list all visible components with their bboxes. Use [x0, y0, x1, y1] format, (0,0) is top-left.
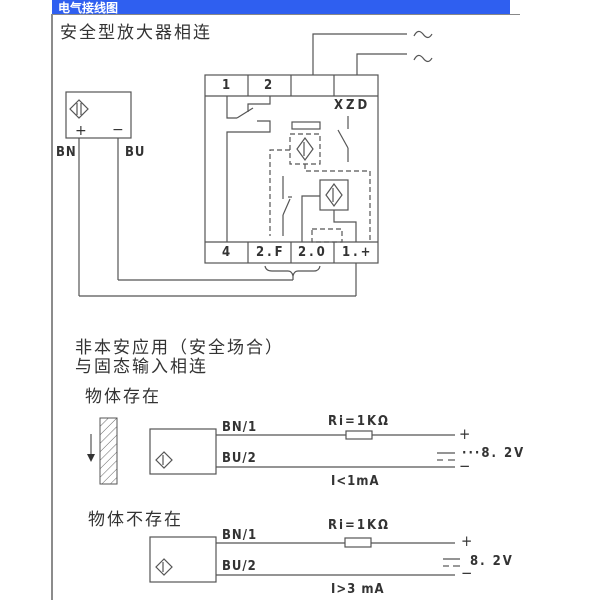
indicator-label: XZD: [334, 98, 371, 113]
absent-plus: +: [461, 532, 474, 550]
sensor-icon-amp-top: [296, 136, 314, 162]
relay-line-2: [247, 96, 271, 112]
sensor-minus-label: −: [112, 122, 124, 138]
section-nonsafe-heading-1: 非本安应用（安全场合）: [75, 338, 284, 358]
ac-symbol-2: [413, 54, 433, 63]
resistor-absent: [344, 537, 372, 548]
arrow-down-icon: [87, 434, 95, 462]
supply-wire-2: [356, 53, 407, 75]
window-title: 电气接线图: [58, 1, 119, 15]
terminal-bottom-20: 2.0: [298, 245, 328, 260]
absent-resistor-label: Ri=1KΩ: [328, 518, 390, 533]
window-titlebar: 电气接线图: [52, 0, 510, 15]
sensor-present-icon: [155, 451, 173, 469]
wire-bn-label: BN: [56, 145, 77, 160]
present-wire1-label: BN/1: [222, 420, 258, 435]
relay-switch: [236, 107, 254, 119]
present-current: I<1mA: [331, 474, 380, 489]
present-voltage: ···8. 2V: [462, 446, 526, 461]
relay-line-1: [226, 96, 237, 119]
sensor-absent-body: [149, 536, 217, 583]
wire-bu-label: BU: [125, 145, 146, 160]
present-plus: +: [459, 425, 472, 443]
target-object-hatched: [99, 417, 118, 485]
relay-line-3: [226, 120, 271, 242]
titlebar-edge: [510, 14, 520, 15]
terminal-bottom-4: 4: [222, 245, 232, 260]
relay-coil: [291, 121, 321, 130]
ac-symbol-1: [413, 30, 433, 39]
terminal-top-2: 2: [264, 78, 274, 93]
sensor-top: [65, 91, 132, 139]
terminal-bottom-1plus: 1.+: [342, 245, 374, 260]
inductive-sensor-icon: [69, 99, 89, 119]
present-minus: −: [459, 457, 472, 475]
amplifier-box: [204, 74, 379, 264]
present-heading: 物体存在: [85, 387, 161, 407]
supply-wire-1: [312, 33, 407, 75]
section-nonsafe-heading-2: 与固态输入相连: [75, 357, 208, 377]
sensor-absent-icon: [155, 558, 173, 576]
absent-current: I>3 mA: [331, 582, 385, 597]
absent-wire2-label: BU/2: [222, 559, 257, 574]
absent-wire1-label: BN/1: [222, 528, 258, 543]
terminal-bracket: [264, 265, 321, 277]
sensor-plus-label: +: [75, 123, 87, 139]
absent-voltage: 8. 2V: [470, 554, 514, 569]
sensor-present-body: [149, 428, 217, 475]
absent-minus: −: [461, 564, 474, 582]
section-safe-heading: 安全型放大器相连: [60, 23, 212, 43]
absent-heading: 物体不存在: [88, 510, 183, 530]
resistor-present: [345, 430, 373, 440]
present-wire2-label: BU/2: [222, 451, 257, 466]
terminal-bottom-2f: 2.F: [256, 245, 286, 260]
present-resistor-label: Ri=1KΩ: [328, 414, 390, 429]
frame-left-border: [51, 14, 53, 600]
terminal-top-1: 1: [222, 78, 232, 93]
